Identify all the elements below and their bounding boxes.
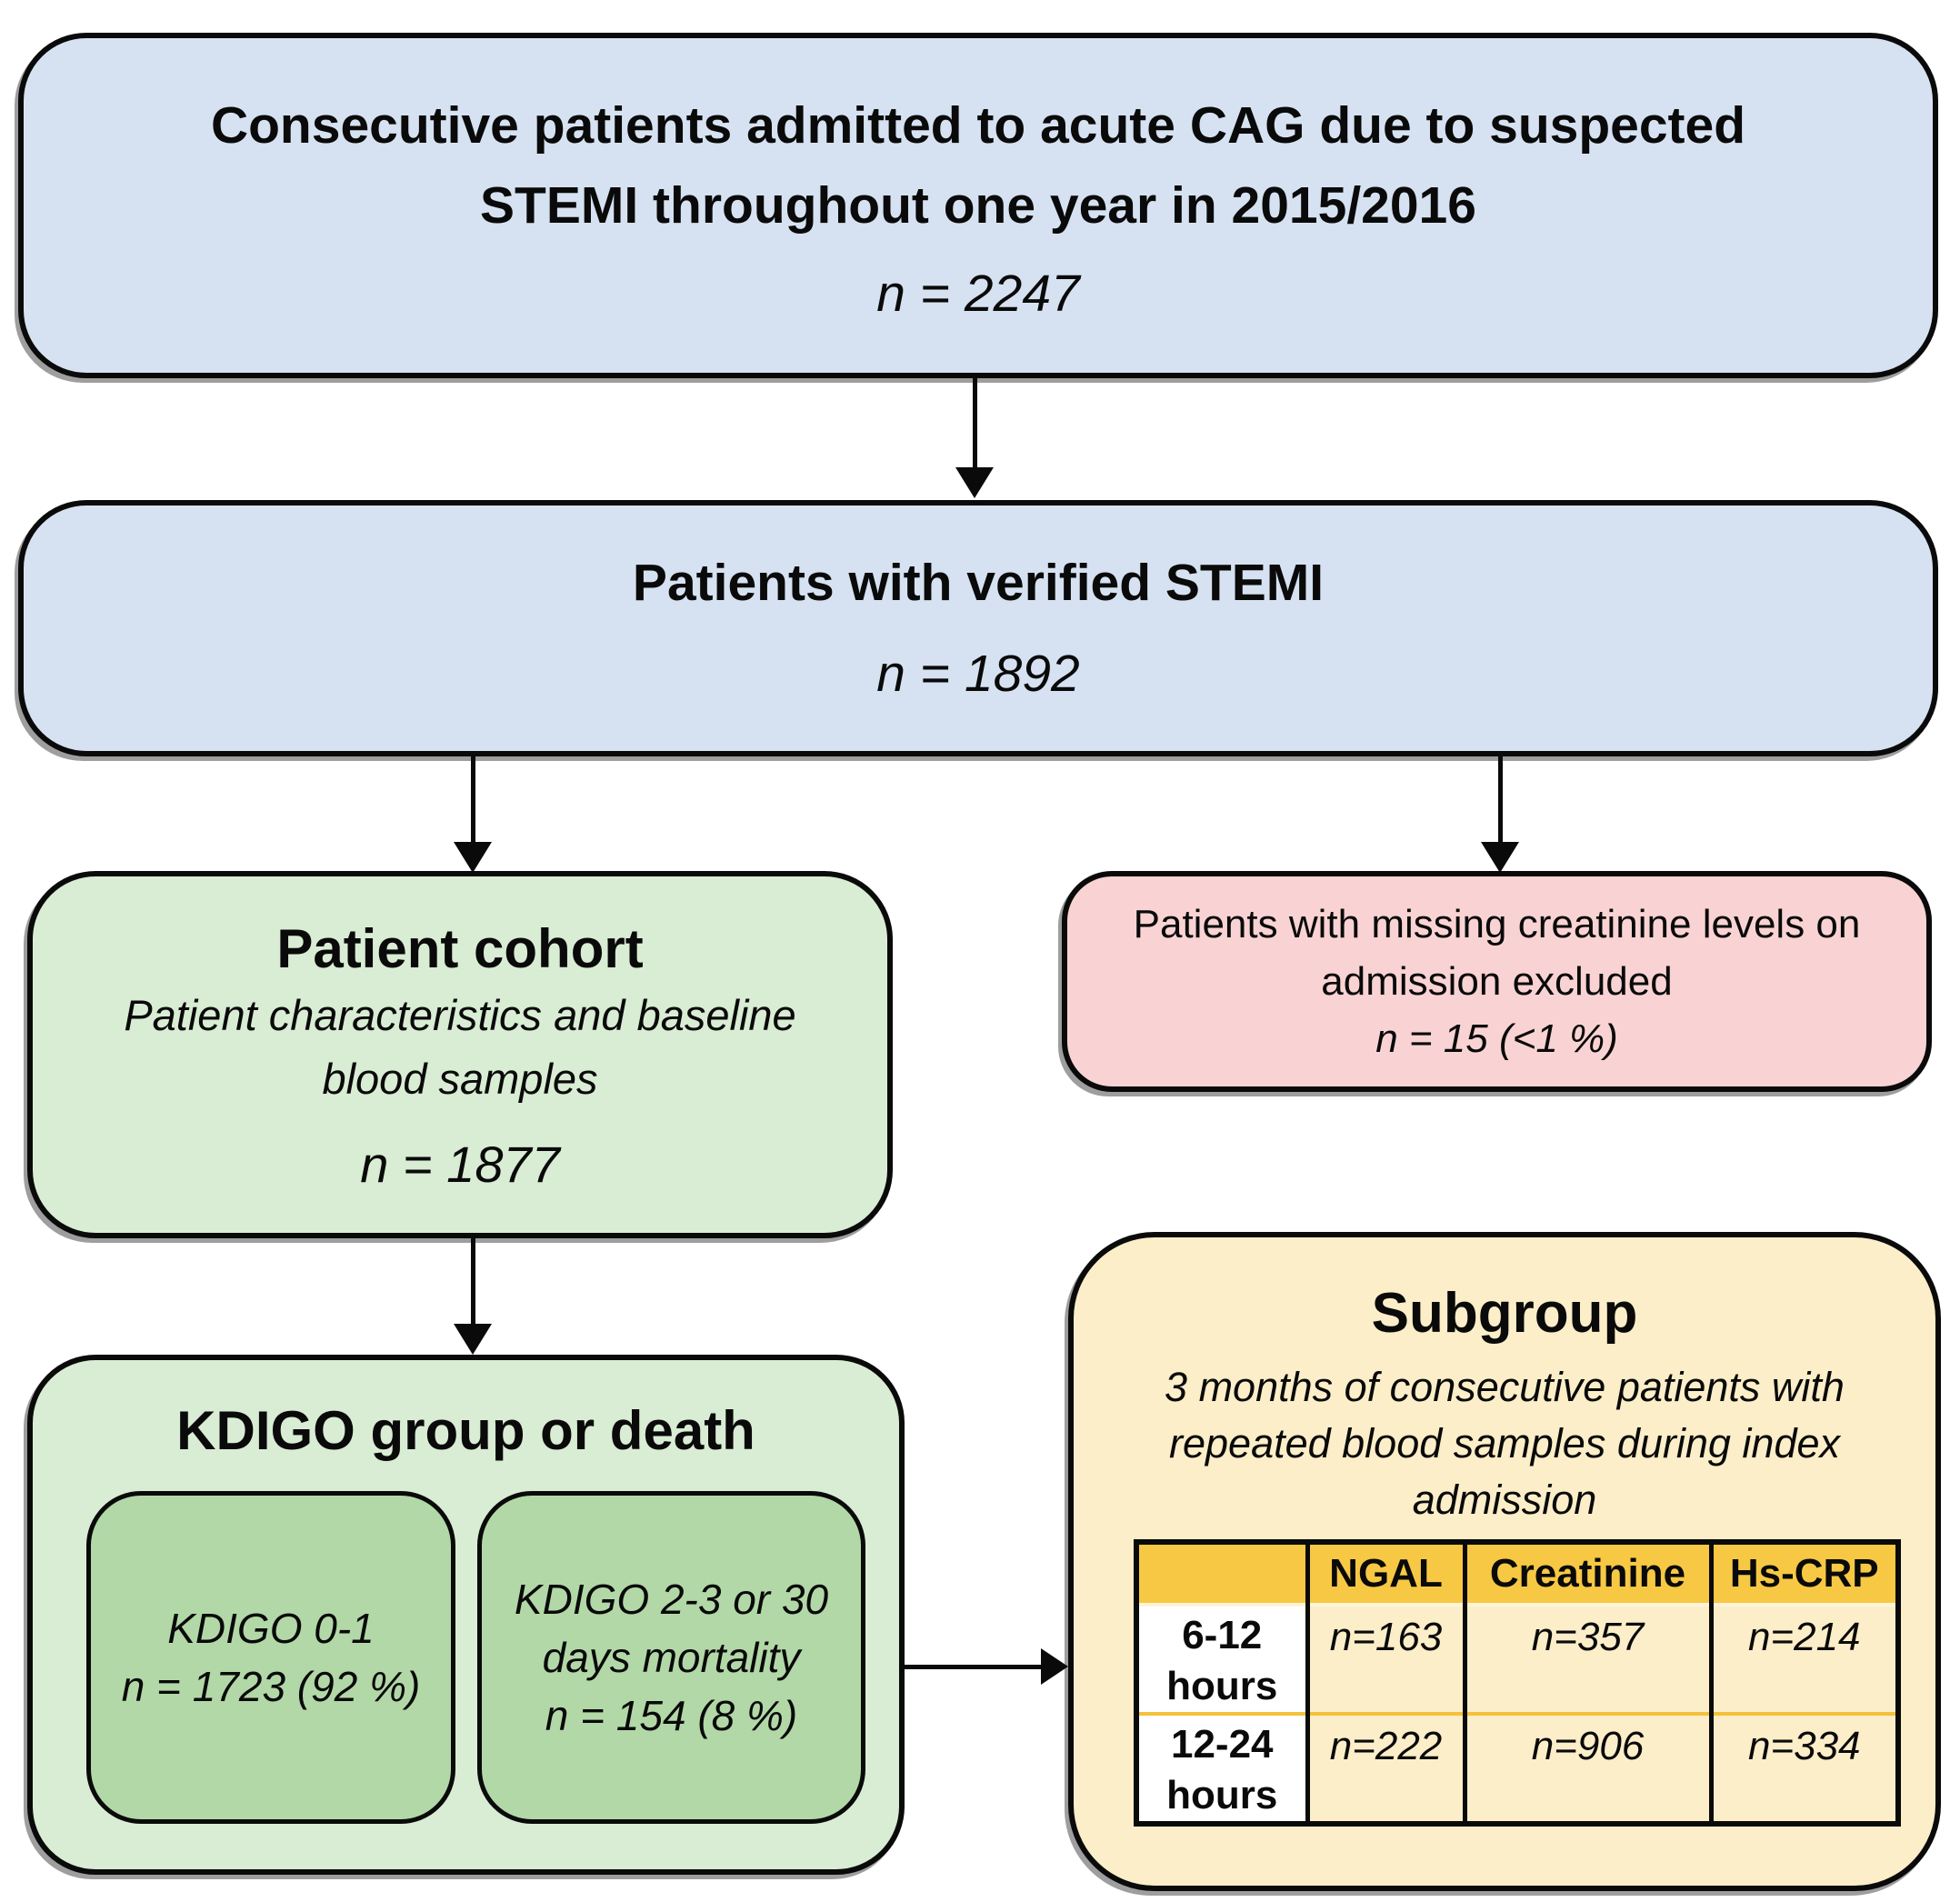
flow-box-verified: Patients with verified STEMI n = 1892 — [18, 500, 1938, 756]
flow-box-kdigo-2-3: KDIGO 2-3 or 30 days mortality n = 154 (… — [477, 1491, 865, 1824]
cohort-title: Patient cohort — [276, 918, 644, 979]
cell-hscrp-6-12: n=214 — [1708, 1605, 1898, 1716]
cell-ngal-6-12: n=163 — [1305, 1605, 1465, 1716]
cohort-subtitle-line-2: blood samples — [322, 1055, 598, 1103]
kdigo-0-1-n-count: n = 1723 (92 %) — [121, 1663, 421, 1710]
row-label-line: 12-24 — [1170, 1722, 1274, 1767]
row-label-12-24-hours: 12-24 hours — [1136, 1714, 1307, 1824]
kdigo-2-3-n-count: n = 154 (8 %) — [545, 1692, 798, 1739]
arrow-down-icon — [1481, 756, 1519, 873]
verified-n-count: n = 1892 — [876, 645, 1080, 703]
admitted-title-line-2: STEMI throughout one year in 2015/2016 — [480, 176, 1476, 235]
kdigo-0-1-label: KDIGO 0-1 — [167, 1605, 375, 1652]
arrow-head — [1041, 1648, 1068, 1685]
table-header-creatinine: Creatinine — [1462, 1542, 1711, 1607]
subgroup-title: Subgroup — [1371, 1282, 1638, 1345]
cell-creatinine-12-24: n=906 — [1462, 1714, 1711, 1824]
flow-box-kdigo: KDIGO group or death KDIGO 0-1 n = 1723 … — [27, 1355, 905, 1875]
flow-box-admitted: Consecutive patients admitted to acute C… — [18, 33, 1938, 378]
cohort-subtitle-line-1: Patient characteristics and baseline — [124, 991, 796, 1039]
subgroup-subtitle-line-2: repeated blood samples during index — [1169, 1420, 1840, 1467]
row-label-line: hours — [1166, 1664, 1278, 1708]
excluded-text-line-2: admission excluded — [1321, 959, 1673, 1004]
admitted-title-line-1: Consecutive patients admitted to acute C… — [210, 96, 1746, 155]
kdigo-2-3-label-line-1: KDIGO 2-3 or 30 — [514, 1576, 829, 1623]
arrow-head — [454, 842, 492, 873]
arrow-shaft — [470, 756, 475, 842]
cohort-n-count: n = 1877 — [360, 1136, 560, 1193]
arrow-down-icon — [454, 1238, 492, 1355]
subgroup-subtitle-line-1: 3 months of consecutive patients with — [1165, 1364, 1845, 1410]
arrow-head — [955, 467, 994, 498]
excluded-text-line-1: Patients with missing creatinine levels … — [1133, 902, 1861, 946]
table-row: 6-12 hours n=163 n=357 n=214 — [1136, 1605, 1898, 1716]
table-header-empty — [1136, 1542, 1307, 1607]
subgroup-sample-table: NGAL Creatinine Hs-CRP 6-12 hours n=163 … — [1134, 1539, 1901, 1827]
flow-box-subgroup: Subgroup 3 months of consecutive patient… — [1068, 1232, 1941, 1891]
admitted-n-count: n = 2247 — [876, 265, 1080, 323]
flow-box-kdigo-0-1: KDIGO 0-1 n = 1723 (92 %) — [86, 1491, 455, 1824]
arrow-shaft — [905, 1664, 1041, 1669]
verified-title: Patients with verified STEMI — [632, 554, 1325, 612]
arrow-shaft — [972, 377, 977, 467]
arrow-down-icon — [955, 377, 994, 498]
flow-box-cohort: Patient cohort Patient characteristics a… — [27, 871, 893, 1238]
subgroup-subtitle-line-3: admission — [1412, 1477, 1597, 1523]
subgroup-subtitle: 3 months of consecutive patients with re… — [1165, 1359, 1845, 1528]
excluded-n-count: n = 15 (<1 %) — [1375, 1016, 1618, 1061]
row-label-line: hours — [1166, 1773, 1278, 1817]
arrow-down-icon — [454, 756, 492, 873]
table-header-ngal: NGAL — [1305, 1542, 1465, 1607]
table-header-row: NGAL Creatinine Hs-CRP — [1136, 1542, 1898, 1607]
kdigo-title: KDIGO group or death — [176, 1400, 755, 1461]
row-label-6-12-hours: 6-12 hours — [1136, 1605, 1307, 1716]
kdigo-2-3-label-line-2: days mortality — [542, 1634, 801, 1681]
cell-hscrp-12-24: n=334 — [1708, 1714, 1898, 1824]
arrow-head — [1481, 842, 1519, 873]
table-header-hscrp: Hs-CRP — [1708, 1542, 1898, 1607]
row-label-line: 6-12 — [1182, 1613, 1263, 1657]
arrow-right-icon — [905, 1648, 1068, 1685]
flow-box-excluded: Patients with missing creatinine levels … — [1062, 871, 1932, 1092]
table-row: 12-24 hours n=222 n=906 n=334 — [1136, 1714, 1898, 1824]
arrow-shaft — [470, 1238, 475, 1324]
cell-ngal-12-24: n=222 — [1305, 1714, 1465, 1824]
cell-creatinine-6-12: n=357 — [1462, 1605, 1711, 1716]
arrow-head — [454, 1324, 492, 1355]
arrow-shaft — [1497, 756, 1503, 842]
